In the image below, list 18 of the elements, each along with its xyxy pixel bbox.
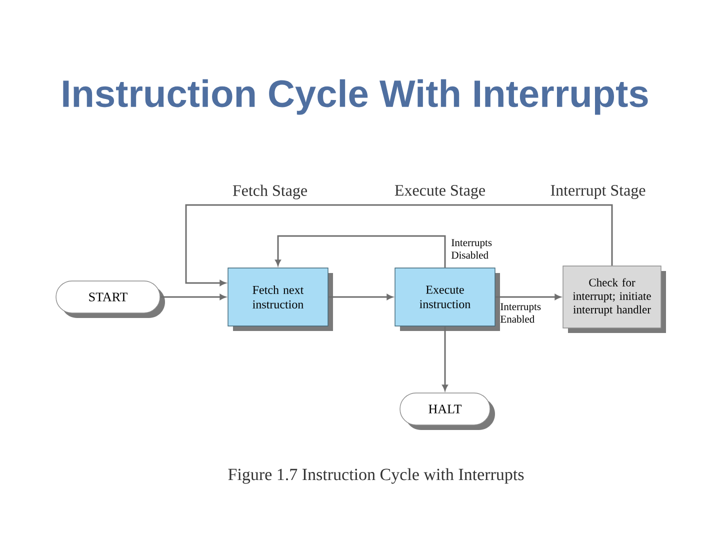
terminal-oval: START bbox=[56, 280, 165, 318]
arrow bbox=[185, 204, 613, 286]
arrow bbox=[275, 235, 446, 268]
process-box: Execute instruction bbox=[394, 268, 500, 331]
caption: Figure 1.7 Instruction Cycle with Interrupts bbox=[228, 468, 524, 484]
arrow bbox=[328, 294, 393, 300]
arrow bbox=[495, 294, 561, 300]
arrow bbox=[442, 326, 448, 391]
edge-label: Interrupts Enabled bbox=[500, 303, 541, 323]
stage-label: Interrupt Stage bbox=[550, 184, 646, 200]
stage-label: Execute Stage bbox=[394, 184, 485, 200]
terminal-oval: HALT bbox=[400, 392, 495, 430]
process-box: Check for interrupt; initiate interrupt handler bbox=[562, 266, 666, 333]
edge-label: Interrupts Disabled bbox=[452, 239, 492, 259]
title: Instruction Cycle With Interrupts bbox=[63, 79, 648, 115]
process-box: Fetch next instruction bbox=[228, 268, 333, 331]
arrow bbox=[160, 294, 226, 300]
stage-label: Fetch Stage bbox=[232, 184, 307, 200]
